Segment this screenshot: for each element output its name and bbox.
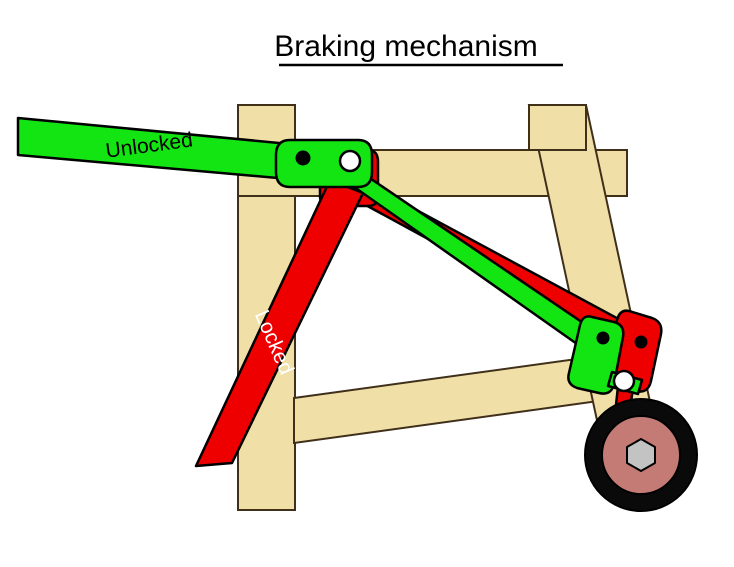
unlocked-brake-arm[interactable] xyxy=(567,315,625,395)
main-pivot-pin xyxy=(295,150,311,166)
wheel-axle-nut xyxy=(626,438,656,472)
locked-hand-lever[interactable] xyxy=(194,178,365,468)
title-group: Braking mechanism xyxy=(274,30,563,67)
brake-pad-pin xyxy=(612,369,636,393)
lever-rod-pin xyxy=(338,149,362,173)
red-brake-arm-pivot-pin xyxy=(634,335,648,349)
wheel xyxy=(584,398,698,512)
right-leg-top-cap xyxy=(528,104,587,151)
page-title: Braking mechanism xyxy=(274,30,537,63)
green-brake-arm-pivot-pin xyxy=(596,331,610,345)
joint-pins xyxy=(295,149,648,393)
